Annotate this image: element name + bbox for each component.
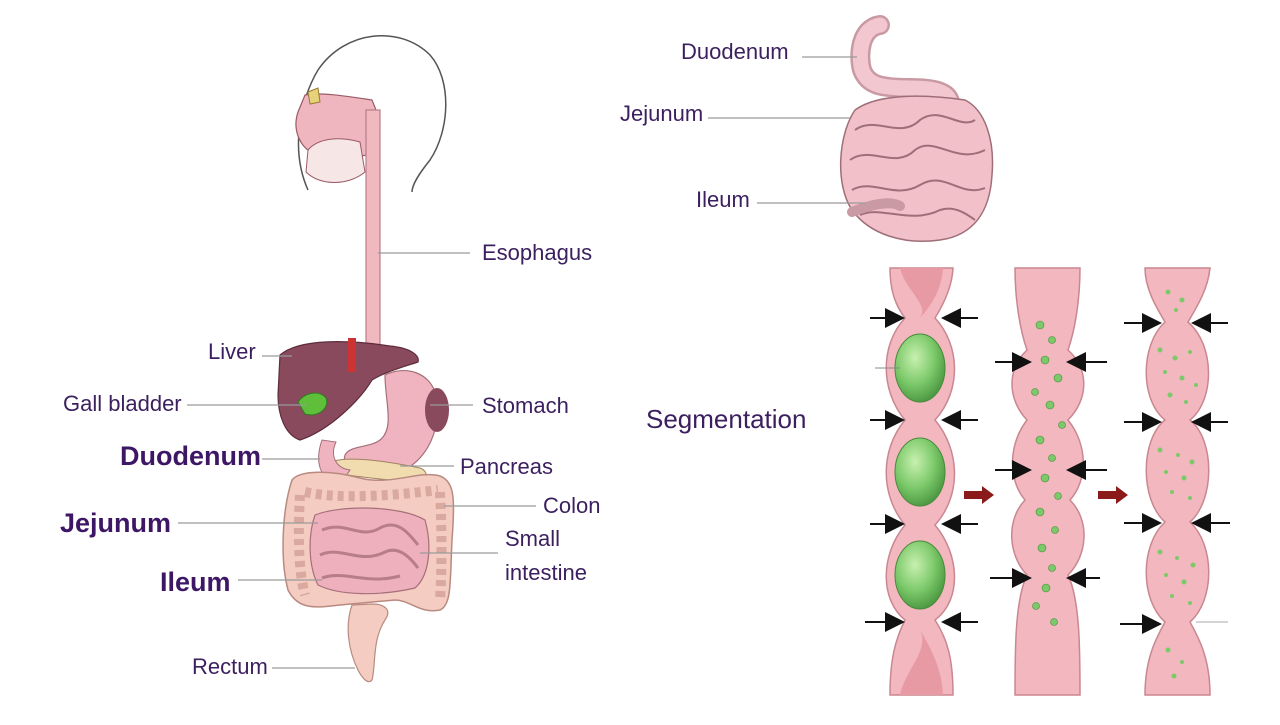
label-liver: Liver [208,341,256,363]
label-segmentation: Segmentation [646,406,806,432]
label-small-intestine-line1: Small [505,528,560,550]
rectum-shape [348,604,388,682]
label-rectum: Rectum [192,656,268,678]
small-intestine-shape [310,508,429,594]
label-colon: Colon [543,495,600,517]
label-small-intestine-line2: intestine [505,562,587,584]
label-duodenum-main: Duodenum [120,443,261,470]
label-jejunum-detail: Jejunum [620,103,703,125]
label-stomach: Stomach [482,395,569,417]
label-pancreas: Pancreas [460,456,553,478]
label-gall-bladder: Gall bladder [63,393,182,415]
label-ileum-main: Ileum [160,569,231,596]
label-esophagus: Esophagus [482,242,592,264]
segmentation-tube-2 [1012,268,1084,695]
label-ileum-detail: Ileum [696,189,750,211]
esophagus-tube [366,110,380,345]
small-intestine-detail [841,25,993,241]
label-duodenum-detail: Duodenum [681,41,789,63]
segmentation-tube-1 [886,268,954,695]
label-jejunum-main: Jejunum [60,510,171,537]
segmentation-tube-3 [1145,268,1210,695]
